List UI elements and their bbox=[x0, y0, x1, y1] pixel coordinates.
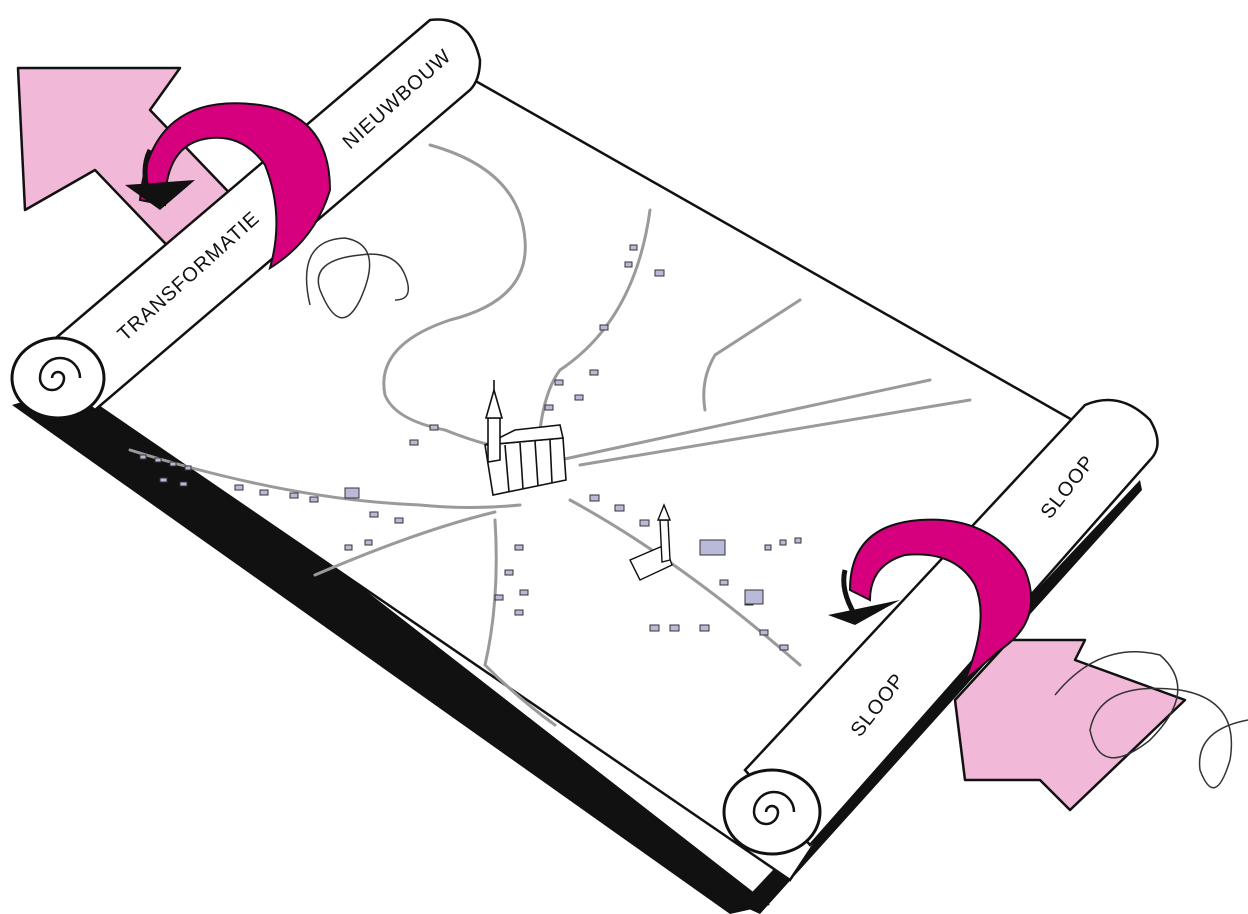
up-arrow-icon bbox=[955, 640, 1185, 810]
scroll-roll-icon bbox=[12, 338, 104, 418]
scroll-roll-icon bbox=[724, 770, 820, 854]
